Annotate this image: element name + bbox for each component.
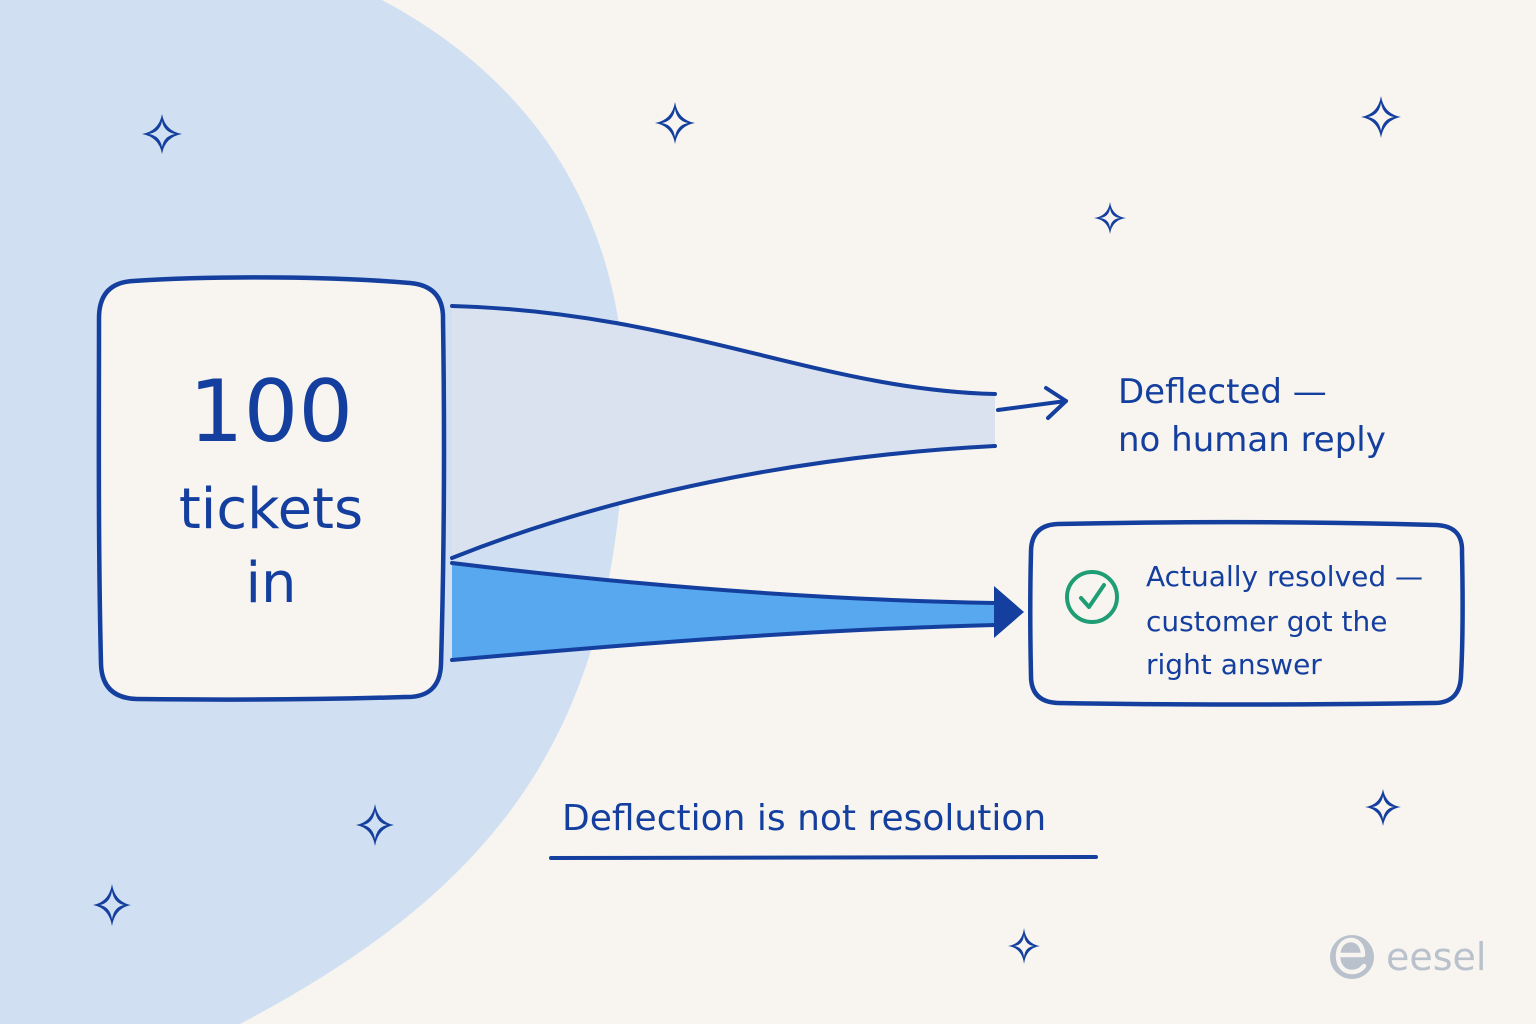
deflected-label-line2: no human reply	[1118, 420, 1386, 460]
deflected-flow-top-edge	[450, 304, 997, 396]
deflected-arrow-shaft	[996, 399, 1068, 412]
deflected-flow-band	[452, 306, 995, 558]
deflected-arrowhead	[1044, 386, 1068, 420]
resolved-label-line1: Actually resolved —	[1146, 560, 1424, 593]
sparkle-icon	[1361, 96, 1401, 138]
check-circle-icon	[1065, 570, 1119, 624]
caption-underline	[549, 855, 1098, 860]
resolved-flow-band	[452, 563, 995, 660]
sparkle-icon	[1365, 789, 1401, 826]
resolved-flow-bottom-edge	[450, 623, 997, 662]
sparkle-icon	[655, 102, 695, 144]
caption: Deflection is not resolution	[562, 798, 1047, 839]
brand-name: eesel	[1386, 935, 1487, 979]
resolved-arrowhead	[994, 586, 1024, 638]
eesel-logo-icon	[1330, 935, 1374, 979]
ticket-count: 100	[188, 362, 354, 462]
resolved-label-line2: customer got the	[1146, 605, 1388, 638]
resolved-label-line3: right answer	[1146, 648, 1322, 681]
deflected-flow-bottom-edge	[450, 444, 997, 560]
sparkle-icon	[1008, 928, 1040, 964]
tickets-label: tickets	[178, 477, 364, 542]
in-label: in	[245, 551, 297, 616]
resolved-box	[1028, 519, 1465, 707]
deflected-label-line1: Deflected —	[1118, 372, 1327, 412]
source-box	[96, 275, 447, 702]
resolved-flow-top-edge	[450, 561, 997, 605]
sparkle-icon	[1094, 202, 1126, 234]
